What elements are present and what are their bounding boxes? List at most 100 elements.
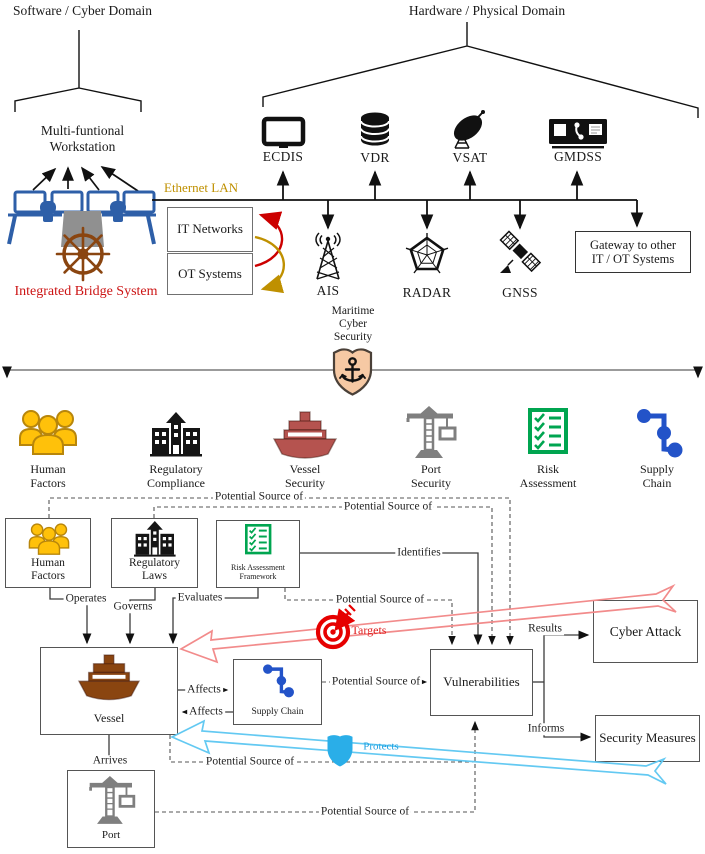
category-label: Security <box>411 475 451 490</box>
edge-potential-source-5: Potential Source of <box>203 755 297 768</box>
edge-potential-source-2: Potential Source of <box>341 500 435 513</box>
gmdss-label: GMDSS <box>553 149 603 164</box>
edge-results: Results <box>526 622 564 635</box>
software-domain-tree <box>14 30 142 112</box>
ethernet-lan-label: Ethernet LAN <box>164 180 239 195</box>
shield-anchor-icon <box>332 348 373 396</box>
institution-building-icon <box>150 412 202 457</box>
security-measures-box: Security Measures <box>595 715 700 762</box>
mcs-line2: Cyber <box>338 318 368 330</box>
category-supply-chain: Supply Chain <box>612 462 702 491</box>
category-label: Risk <box>536 462 559 476</box>
radar-pentagon-icon <box>405 233 449 274</box>
workstation-label-line1: Multi-funtional <box>40 123 125 138</box>
port-box: Port <box>67 770 155 848</box>
ot-systems-label: OT Systems <box>178 265 242 281</box>
edge-protects: Protects <box>363 740 399 753</box>
supply-chain-box: Supply Chain <box>233 659 322 725</box>
chair-icons <box>40 201 126 222</box>
port-box-label: Port <box>101 829 121 842</box>
mcs-line1: Maritime <box>331 305 375 317</box>
supply-chain-box-label: Supply Chain <box>251 707 304 718</box>
gnss-satellite-icon <box>499 230 542 273</box>
vessel-box: Vessel <box>40 647 178 735</box>
category-vessel-security: Vessel Security <box>260 462 350 491</box>
vessel-box-label: Vessel <box>93 711 125 726</box>
workstation-monitor-icons <box>7 190 156 247</box>
human-factors-box-label1: Human <box>31 556 65 569</box>
integrated-bridge-system-label: Integrated Bridge System <box>14 284 158 299</box>
category-label: Assessment <box>519 475 577 490</box>
edge-affects-1: Affects <box>185 683 223 696</box>
risk-assessment-framework-box: Risk Assessment Framework <box>216 520 300 588</box>
it-networks-label: IT Networks <box>177 221 243 237</box>
regulatory-laws-box: Regulatory Laws <box>111 518 198 588</box>
red-ship-icon <box>273 411 337 459</box>
ais-label: AIS <box>316 283 340 298</box>
category-risk-assessment: Risk Assessment <box>503 462 593 491</box>
category-label: Human <box>30 462 66 476</box>
workstation-arrows <box>32 166 139 192</box>
regulatory-laws-box-label2: Laws <box>142 569 167 582</box>
edge-potential-source-6: Potential Source of <box>318 805 412 818</box>
ot-systems-box: OT Systems <box>167 253 253 295</box>
security-measures-box-label: Security Measures <box>599 730 696 746</box>
ethernet-bus <box>152 170 644 230</box>
cyber-attack-box-label: Cyber Attack <box>609 623 682 639</box>
category-regulatory-compliance: Regulatory Compliance <box>131 462 221 491</box>
workstation-label-line2: Workstation <box>49 138 116 154</box>
human-factors-box: Human Factors <box>5 518 91 588</box>
vulnerabilities-box-label: Vulnerabilities <box>443 674 520 690</box>
gateway-label-line1: Gateway to other <box>589 237 677 252</box>
vulnerabilities-box: Vulnerabilities <box>430 649 533 716</box>
supply-chain-nodes-icon <box>637 409 683 458</box>
edge-operates: Operates <box>63 592 109 605</box>
category-human-factors: Human Factors <box>3 462 93 491</box>
ship-wheel-icon <box>55 226 111 282</box>
mcs-line3: Security <box>333 331 373 343</box>
regulatory-laws-box-label1: Regulatory <box>128 556 181 569</box>
category-label: Compliance <box>147 475 205 490</box>
radar-label: RADAR <box>402 285 452 300</box>
vsat-dish-icon <box>453 110 485 149</box>
edge-identifies: Identifies <box>395 546 443 559</box>
raf-box-label2: Framework <box>239 571 277 581</box>
category-label: Chain <box>642 475 672 490</box>
gateway-box: Gateway to other IT / OT Systems <box>575 231 691 273</box>
vsat-label: VSAT <box>452 150 488 165</box>
edge-arrives: Arrives <box>90 754 130 767</box>
vdr-database-icon <box>360 112 390 146</box>
edge-potential-source-4: Potential Source of <box>329 675 423 688</box>
ecdis-label: ECDIS <box>262 149 304 164</box>
cyber-attack-box: Cyber Attack <box>593 600 698 663</box>
ais-antenna-icon <box>315 232 341 280</box>
edge-targets: Targets <box>351 623 387 637</box>
category-port-security: Port Security <box>386 462 476 491</box>
hardware-domain-title: Hardware / Physical Domain <box>408 3 566 18</box>
category-label: Factors <box>30 475 66 490</box>
gmdss-console-icon <box>549 119 607 149</box>
workstation-label: Multi-funtional Workstation <box>5 123 160 154</box>
category-label: Vessel <box>289 462 321 476</box>
checklist-icon <box>528 408 568 454</box>
it-networks-box: IT Networks <box>167 207 253 252</box>
software-domain-title: Software / Cyber Domain <box>12 3 153 18</box>
category-label: Supply <box>639 462 674 476</box>
edge-potential-source-1: Potential Source of <box>212 490 306 503</box>
ecdis-monitor-icon <box>261 116 306 148</box>
category-label: Port <box>420 462 441 476</box>
edge-affects-2: Affects <box>187 705 225 718</box>
edge-informs: Informs <box>525 722 567 735</box>
edge-potential-source-3: Potential Source of <box>333 593 427 606</box>
edge-evaluates: Evaluates <box>175 591 225 604</box>
category-label: Security <box>285 475 325 490</box>
gnss-label: GNSS <box>502 285 538 300</box>
vdr-label: VDR <box>360 150 390 165</box>
edge-governs: Governs <box>111 600 155 613</box>
maritime-cyber-security-label: Maritime Cyber Security <box>313 305 393 344</box>
it-ot-exchange-arrows <box>254 211 286 294</box>
human-factors-box-label2: Factors <box>31 569 65 582</box>
gateway-label-line2: IT / OT Systems <box>591 252 675 266</box>
raf-box-label1: Risk Assessment <box>230 562 285 572</box>
